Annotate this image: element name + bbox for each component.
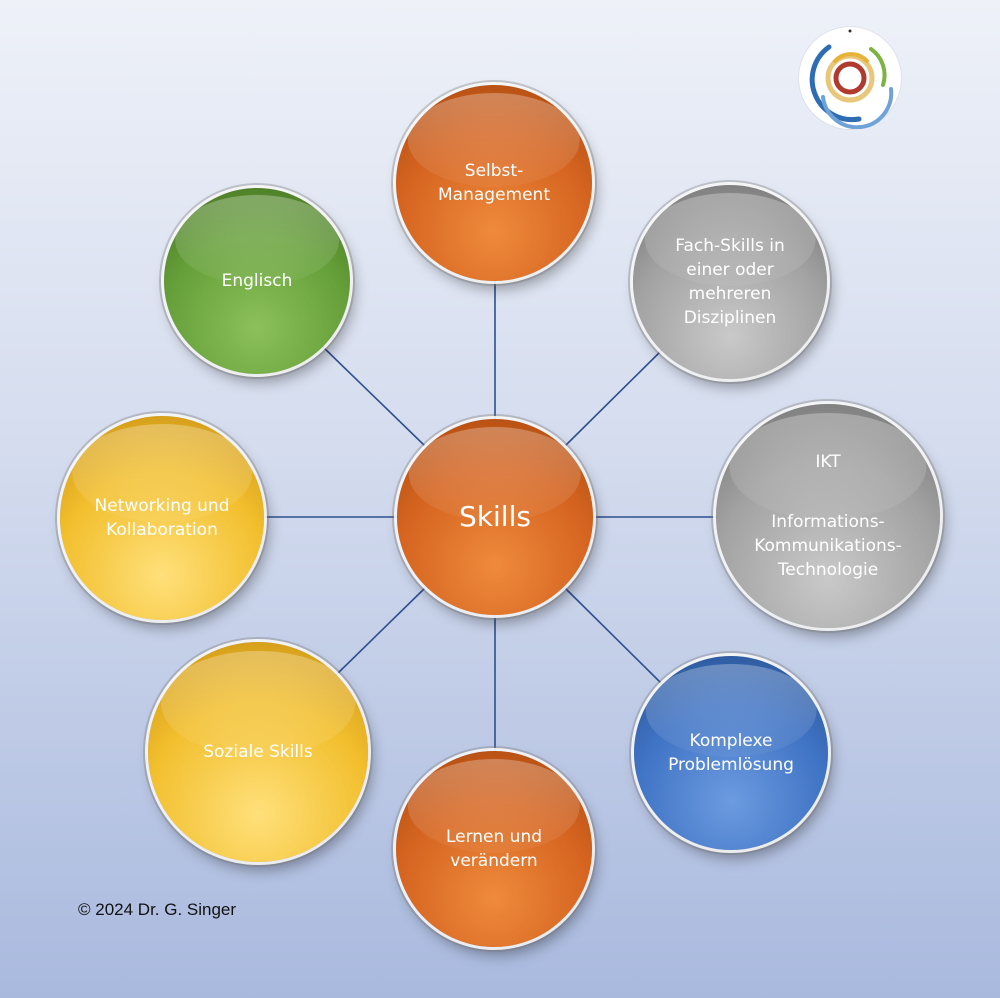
spacer bbox=[754, 474, 902, 486]
node-label: Fach-Skills in einer oder mehreren Diszi… bbox=[675, 236, 785, 328]
node-ikt: IKT Informations- Kommunikations- Techno… bbox=[716, 404, 940, 628]
connector-englisch bbox=[321, 345, 426, 447]
node-label: Informations- Kommunikations- Technologi… bbox=[754, 512, 902, 580]
node-lernen-und-veraendern: Lernen und verändern bbox=[396, 751, 592, 947]
node-label: Networking und Kollaboration bbox=[94, 496, 230, 540]
copyright-notice: © 2024 Dr. G. Singer bbox=[78, 900, 237, 919]
center-node-skills: Skills bbox=[397, 419, 593, 615]
node-komplexe-problemloesung: Komplexe Problemlösung bbox=[634, 656, 828, 850]
connector-komplex bbox=[564, 587, 664, 686]
node-soziale-skills: Soziale Skills bbox=[148, 642, 368, 862]
node-label: Englisch bbox=[221, 271, 293, 291]
node-fach-skills: Fach-Skills in einer oder mehreren Diszi… bbox=[633, 185, 827, 379]
node-label: Lernen und verändern bbox=[445, 827, 543, 871]
node-label: Soziale Skills bbox=[203, 742, 313, 762]
connector-sozial bbox=[334, 587, 426, 677]
center-node-label: Skills bbox=[459, 500, 531, 533]
logo-graphic bbox=[809, 29, 894, 129]
node-title: IKT bbox=[815, 452, 841, 472]
node-selbst-management: Selbst- Management bbox=[396, 85, 592, 281]
node-label: Selbst- Management bbox=[438, 161, 550, 205]
node-englisch: Englisch bbox=[164, 188, 350, 374]
connector-fach bbox=[564, 348, 664, 447]
node-label-group: IKT Informations- Kommunikations- Techno… bbox=[740, 426, 916, 606]
concentric-rings-logo-icon bbox=[799, 27, 901, 129]
node-label: Komplexe Problemlösung bbox=[668, 731, 794, 775]
node-networking-kollaboration: Networking und Kollaboration bbox=[60, 416, 264, 620]
